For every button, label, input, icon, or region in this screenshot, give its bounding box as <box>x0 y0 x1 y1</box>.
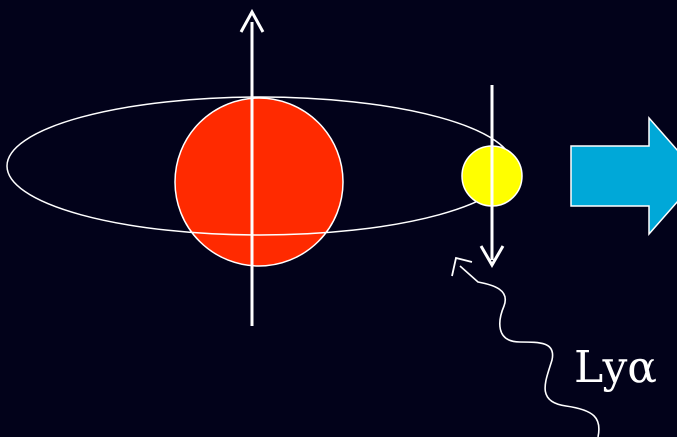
lya-label: Lyα <box>574 342 657 393</box>
block-arrow-right-icon <box>571 118 677 234</box>
red-sphere <box>175 98 343 266</box>
